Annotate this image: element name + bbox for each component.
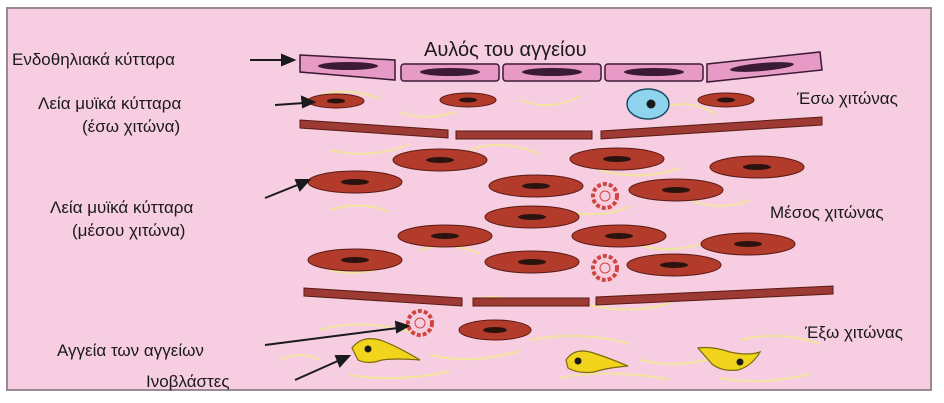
muscle-nucleus (662, 187, 690, 193)
endothelial-cell (605, 64, 703, 81)
muscle-nucleus (459, 98, 477, 103)
muscle-nucleus (431, 233, 459, 239)
muscle-nucleus (426, 157, 454, 163)
muscle-nucleus (605, 233, 633, 239)
endothelial-cell (503, 64, 601, 81)
lumen-label: Αυλός του αγγείου (424, 39, 587, 61)
leukocyte-nucleus (647, 100, 656, 109)
endothelial-nucleus (624, 68, 684, 76)
muscle-nucleus (341, 257, 369, 263)
endothelial-nucleus (420, 68, 480, 76)
muscle-nucleus (522, 183, 550, 189)
endothelial-nucleus (318, 62, 378, 70)
muscle-nucleus (341, 179, 369, 185)
muscle-nucleus (660, 262, 688, 268)
muscle-nucleus (518, 214, 546, 220)
muscle-nucleus (743, 164, 771, 170)
leukocyte (627, 89, 669, 119)
tunica-externa-label: Έξω χιτώνας (804, 323, 903, 342)
tunica-intima-label: Έσω χιτώνας (796, 89, 898, 108)
smooth-inner-label-line1: Λεία μυϊκά κύτταρα (38, 94, 181, 113)
muscle-nucleus (327, 99, 345, 104)
endothelial-cell (401, 64, 499, 81)
tunica-media-label: Μέσος χιτώνας (770, 203, 884, 222)
endothelial-nucleus (522, 68, 582, 76)
muscle-nucleus (734, 241, 762, 247)
smooth-middle-label-line1: Λεία μυϊκά κύτταρα (50, 198, 193, 217)
muscle-nucleus (603, 156, 631, 162)
muscle-nucleus (483, 327, 507, 333)
smooth-middle-label-line2: (μέσου χιτώνα) (72, 221, 185, 240)
muscle-nucleus (518, 259, 546, 265)
vasa-vasorum-label: Αγγεία των αγγείων (57, 341, 204, 360)
smooth-inner-label-line2: (έσω χιτώνα) (82, 117, 180, 136)
externa-muscle-cell (459, 320, 531, 340)
fibroblasts-label: Ινοβλάστες (146, 372, 230, 391)
muscle-nucleus (717, 98, 735, 103)
endothelial-label: Ενδοθηλιακά κύτταρα (12, 50, 175, 69)
